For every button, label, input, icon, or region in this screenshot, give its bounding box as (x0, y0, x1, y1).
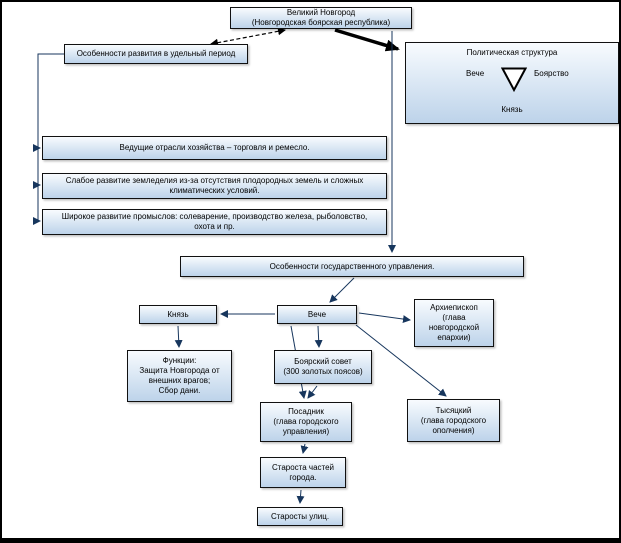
node-knyaz-functions: Функции: Защита Новгорода от внешних вра… (127, 350, 232, 402)
node-archbishop-label: Архиепископ (глава новгородской епархии) (428, 303, 480, 342)
arrow-starosta-parts-to-starosty-streets (296, 489, 305, 504)
line-udel-to-economy (37, 53, 64, 221)
node-boyar-council: Боярский совет (300 золотых поясов) (274, 350, 372, 384)
node-economy-trade-label: Ведущие отрасли хозяйства – торговля и р… (119, 143, 310, 152)
node-udel-period: Особенности развития в удельный период (64, 44, 248, 64)
node-boyar-council-label: Боярский совет (300 золотых поясов) (283, 357, 363, 376)
arrow-boyar-council-to-posadnik (307, 385, 318, 399)
arrow-governance-to-veche (329, 277, 355, 303)
political-veche-label: Вече (466, 69, 485, 78)
node-tysyatsky: Тысяцкий (глава городского ополчения) (407, 399, 500, 442)
arrow-veche-to-tysyatsky (355, 324, 447, 397)
node-starosty-streets: Старосты улиц. (257, 507, 343, 526)
node-economy-crafts-label: Широкое развитие промыслов: солеварение,… (61, 212, 368, 231)
arrow-root-to-political (334, 28, 400, 52)
node-economy-trade: Ведущие отрасли хозяйства – торговля и р… (42, 136, 387, 160)
inverted-triangle-icon (501, 67, 527, 92)
node-economy-agriculture-label: Слабое развитие земледелия из-за отсутст… (65, 176, 364, 195)
node-archbishop: Архиепископ (глава новгородской епархии) (414, 299, 494, 347)
node-veche: Вече (277, 305, 357, 324)
node-starosty-streets-label: Старосты улиц. (270, 511, 330, 521)
political-boyarstvo-label: Боярство (534, 69, 569, 78)
arrow-veche-to-boyar-council (314, 325, 323, 348)
node-starosta-parts-label: Староста частей города. (271, 462, 335, 482)
node-governance: Особенности государственного управления. (180, 256, 524, 277)
node-political-structure: Политическая структура Вече Боярство Кня… (405, 42, 619, 124)
arrow-posadnik-to-starosta-parts (300, 443, 309, 454)
node-knyaz-label: Князь (167, 309, 189, 319)
arrow-veche-to-archbishop (358, 312, 411, 324)
node-economy-crafts: Широкое развитие промыслов: солеварение,… (42, 209, 387, 235)
node-posadnik-label: Посадник (глава городского управления) (273, 407, 339, 436)
node-knyaz: Князь (139, 305, 217, 324)
arrow-knyaz-to-functions (174, 325, 183, 348)
political-knyaz-label: Князь (501, 105, 523, 114)
arrow-root-to-udel (210, 27, 286, 47)
political-structure-title: Политическая структура (466, 48, 558, 57)
node-tysyatsky-label: Тысяцкий (глава городского ополчения) (420, 405, 487, 435)
node-root: Великий Новгород (Новгородская боярская … (230, 7, 412, 29)
node-udel-period-label: Особенности развития в удельный период (76, 49, 236, 58)
node-knyaz-functions-label: Функции: Защита Новгорода от внешних вра… (139, 356, 220, 395)
node-economy-agriculture: Слабое развитие земледелия из-за отсутст… (42, 173, 387, 199)
node-root-label: Великий Новгород (Новгородская боярская … (251, 8, 391, 27)
node-governance-label: Особенности государственного управления. (269, 261, 435, 271)
node-starosta-parts: Староста частей города. (260, 457, 346, 488)
node-posadnik: Посадник (глава городского управления) (260, 402, 352, 442)
node-veche-label: Вече (307, 309, 327, 319)
